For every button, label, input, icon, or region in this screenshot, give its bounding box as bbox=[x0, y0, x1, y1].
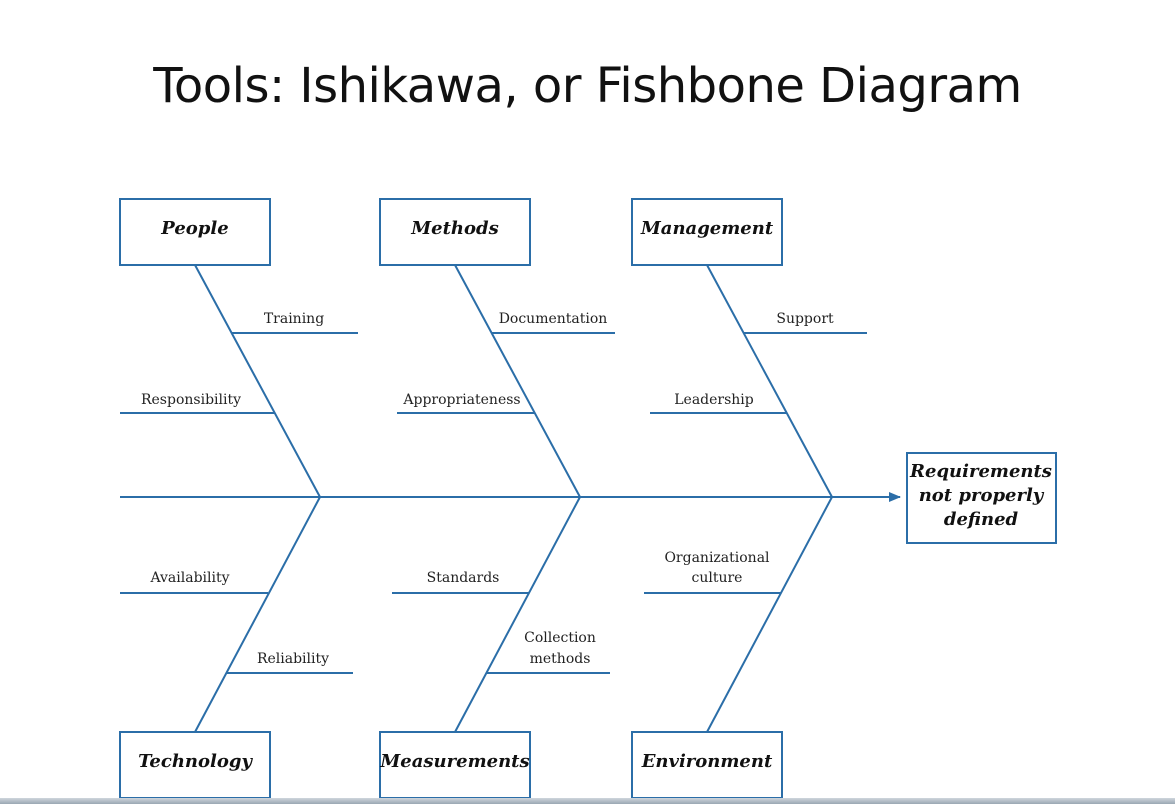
environment-label: Environment bbox=[641, 751, 773, 772]
category-labels: People Methods Management Technology Mea… bbox=[138, 218, 774, 772]
management-label: Management bbox=[640, 218, 774, 239]
effect-line-3: defined bbox=[944, 509, 1019, 530]
cause-reliability: Reliability bbox=[257, 651, 329, 667]
cause-support: Support bbox=[776, 311, 834, 327]
cause-leadership: Leadership bbox=[674, 392, 754, 408]
technology-box bbox=[119, 731, 271, 799]
technology-label: Technology bbox=[138, 751, 253, 772]
cause-training: Training bbox=[264, 311, 324, 327]
category-boxes bbox=[119, 198, 1057, 799]
methods-box bbox=[379, 198, 531, 266]
cause-standards: Standards bbox=[427, 570, 500, 586]
cause-collection-line-2: methods bbox=[530, 651, 591, 667]
effect-label: Requirements not properly defined bbox=[909, 461, 1052, 530]
management-box bbox=[631, 198, 783, 266]
cause-organizational-line-1: Organizational bbox=[664, 550, 770, 566]
bone-people bbox=[194, 264, 321, 498]
bone-measurements bbox=[454, 496, 581, 733]
bone-technology bbox=[194, 496, 321, 733]
cause-appropriateness: Appropriateness bbox=[402, 392, 520, 408]
bone-management bbox=[706, 264, 833, 498]
cause-labels: Training Responsibility Documentation Ap… bbox=[141, 311, 834, 667]
bone-environment bbox=[706, 496, 833, 733]
methods-label: Methods bbox=[410, 218, 499, 239]
measurements-label: Measurements bbox=[379, 751, 529, 772]
effect-line-2: not properly bbox=[919, 485, 1045, 506]
cause-documentation: Documentation bbox=[499, 311, 608, 327]
cause-organizational-line-2: culture bbox=[692, 570, 743, 586]
cause-collection-line-1: Collection bbox=[524, 630, 596, 646]
cause-responsibility: Responsibility bbox=[141, 392, 241, 408]
effect-line-1: Requirements bbox=[909, 461, 1052, 482]
slide-bottom-bar bbox=[0, 798, 1175, 804]
slide-title: Tools: Ishikawa, or Fishbone Diagram bbox=[153, 58, 1022, 114]
people-box bbox=[119, 198, 271, 266]
cause-availability: Availability bbox=[149, 570, 229, 586]
bone-methods bbox=[454, 264, 581, 498]
effect-box bbox=[906, 452, 1057, 544]
diagram-lines bbox=[120, 264, 901, 733]
people-label: People bbox=[160, 218, 228, 239]
